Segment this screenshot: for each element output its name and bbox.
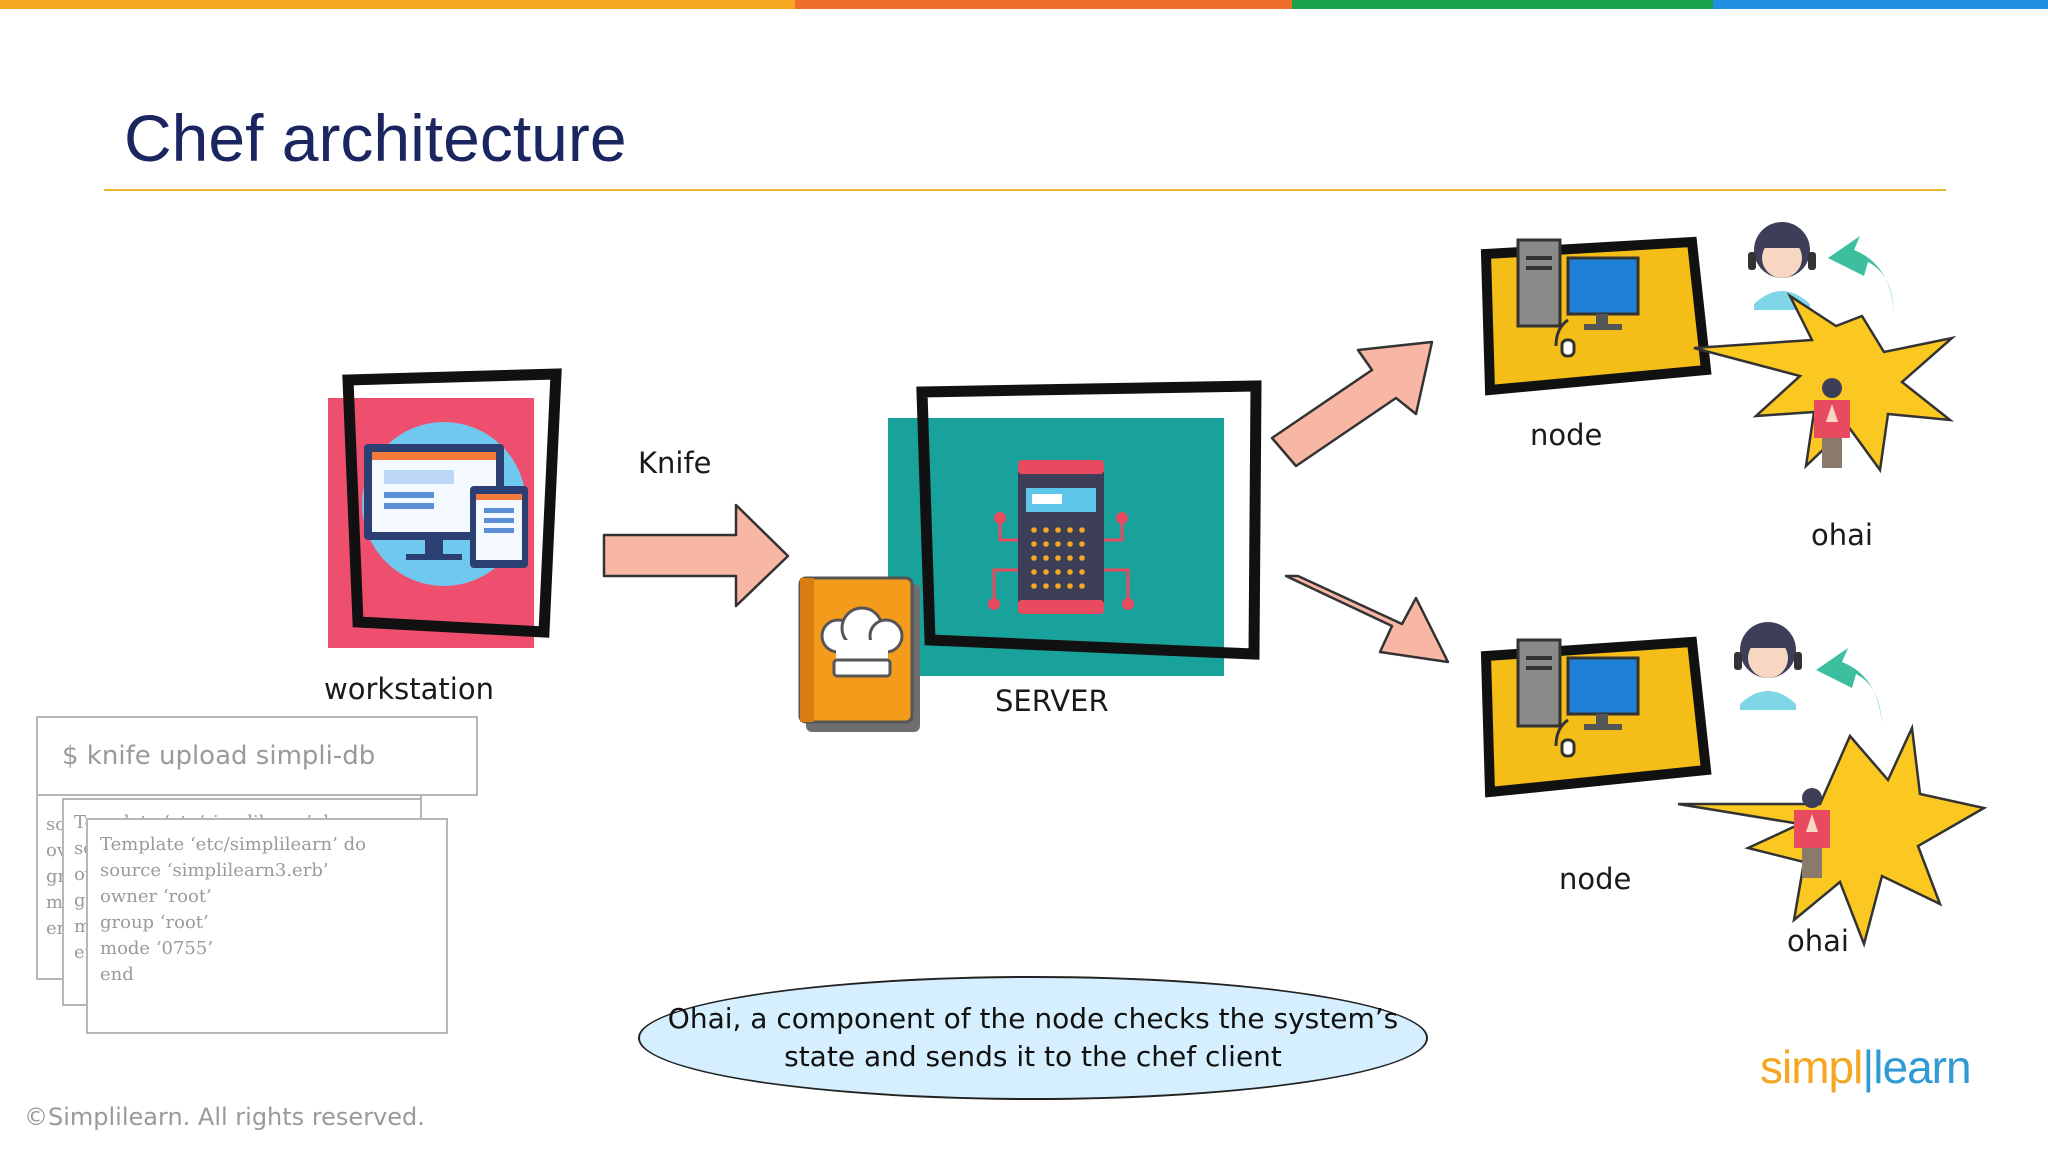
knife-label: Knife <box>638 446 712 480</box>
workstation-frame <box>342 368 562 638</box>
ohai-callout: Ohai, a component of the node checks the… <box>638 976 1428 1100</box>
desktop-computer-icon <box>1516 638 1640 758</box>
cookbook-icon <box>798 576 920 732</box>
title-underline <box>104 189 1946 191</box>
tablet-icon <box>470 486 528 568</box>
node-label-bottom: node <box>1559 862 1632 896</box>
code-line: owner ‘root’ <box>100 886 212 907</box>
person-namaste-icon <box>1794 788 1830 878</box>
code-line: group ‘root’ <box>100 912 209 933</box>
curved-arrow-icon <box>1828 236 1894 312</box>
node-illustration-top <box>1480 222 1957 474</box>
code-line: mode ‘0755’ <box>100 938 214 959</box>
support-person-icon <box>1748 222 1816 310</box>
code-line: er <box>46 918 66 939</box>
support-person-icon <box>1734 622 1802 710</box>
slide-title: Chef architecture <box>124 101 627 175</box>
callout-line-2: state and sends it to the chef client <box>784 1040 1282 1073</box>
callout-line-1: Ohai, a component of the node checks the… <box>667 1002 1399 1035</box>
code-line: ov <box>46 840 68 861</box>
server-rack-icon <box>988 460 1134 614</box>
server-illustration <box>888 380 1262 676</box>
code-line: source ‘simplilearn3.erb’ <box>100 860 329 881</box>
logo-divider: | <box>1862 1041 1874 1093</box>
top-bar-segment-red <box>795 0 1292 9</box>
node-label-top: node <box>1530 418 1603 452</box>
logo-part-1: simpl <box>1760 1041 1863 1093</box>
code-line: so <box>46 814 67 835</box>
curved-arrow-icon <box>1816 648 1882 724</box>
knife-command-text: $ knife upload simpli-db <box>62 741 376 771</box>
desktop-computer-icon <box>1516 238 1640 358</box>
server-label: SERVER <box>995 684 1109 718</box>
top-bar-segment-green <box>1292 0 1713 9</box>
knife-arrow <box>602 503 790 608</box>
ohai-label-top: ohai <box>1811 518 1873 552</box>
workstation-illustration <box>328 368 562 648</box>
code-line: gr <box>46 866 67 887</box>
code-line: m <box>46 892 64 913</box>
person-namaste-icon <box>1814 378 1850 468</box>
workstation-label: workstation <box>324 672 494 706</box>
server-frame <box>916 380 1262 660</box>
arrow-to-node-top <box>1270 340 1434 468</box>
logo-part-2: learn <box>1873 1041 1971 1093</box>
code-line: Template ‘etc/simplilearn’ do <box>100 834 366 855</box>
code-line: end <box>100 964 134 985</box>
ohai-burst-bottom <box>1677 723 1988 949</box>
knife-command-box: $ knife upload simpli-db <box>36 716 478 796</box>
copyright-text: ©Simplilearn. All rights reserved. <box>24 1103 425 1131</box>
top-bar-segment-blue <box>1713 0 2048 9</box>
arrow-to-node-bottom <box>1284 574 1450 664</box>
ohai-burst-top <box>1693 292 1957 474</box>
simplilearn-logo: simpl|learn <box>1760 1040 1972 1094</box>
ohai-label-bottom: ohai <box>1787 924 1849 958</box>
recipe-card-front: Template ‘etc/simplilearn’ do source ‘si… <box>86 818 448 1034</box>
node-illustration-bottom <box>1480 622 1988 949</box>
top-bar-segment-orange <box>0 0 795 9</box>
top-color-bar <box>0 0 2048 9</box>
